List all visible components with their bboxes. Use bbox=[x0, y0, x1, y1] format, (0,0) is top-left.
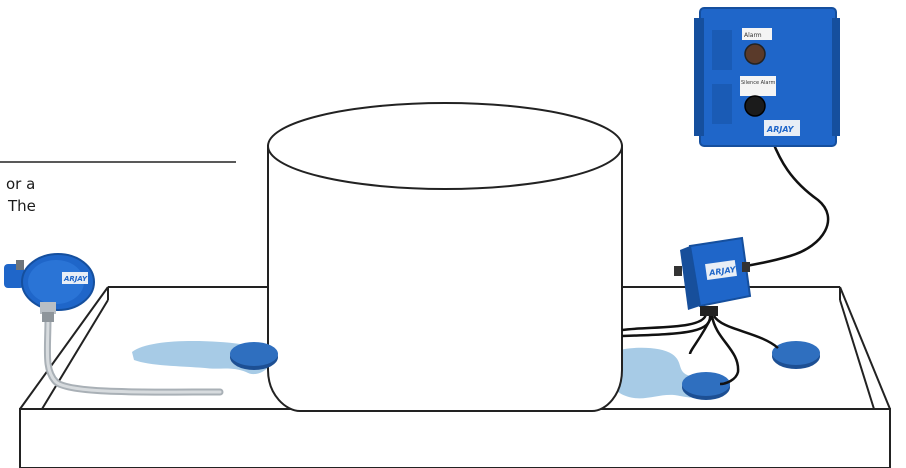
storage-tank bbox=[268, 103, 622, 411]
silence-label-plate bbox=[740, 76, 776, 96]
caption-line-1: or a bbox=[6, 174, 35, 194]
panel-logo: ARJAY bbox=[766, 125, 795, 134]
transmitter bbox=[4, 254, 94, 322]
panel-label-silence: Silence Alarm bbox=[741, 80, 775, 86]
alarm-lamp bbox=[745, 44, 765, 64]
panel-cable bbox=[746, 140, 828, 266]
transmitter-logo: ARJAY bbox=[63, 275, 88, 283]
silence-button bbox=[745, 96, 765, 116]
panel-label-alarm: Alarm bbox=[744, 32, 762, 39]
floor-sensor-mid bbox=[682, 372, 730, 400]
floor-sensor-right bbox=[772, 341, 820, 369]
caption-line-2: The bbox=[8, 196, 36, 216]
floor-sensor-left bbox=[230, 342, 278, 370]
